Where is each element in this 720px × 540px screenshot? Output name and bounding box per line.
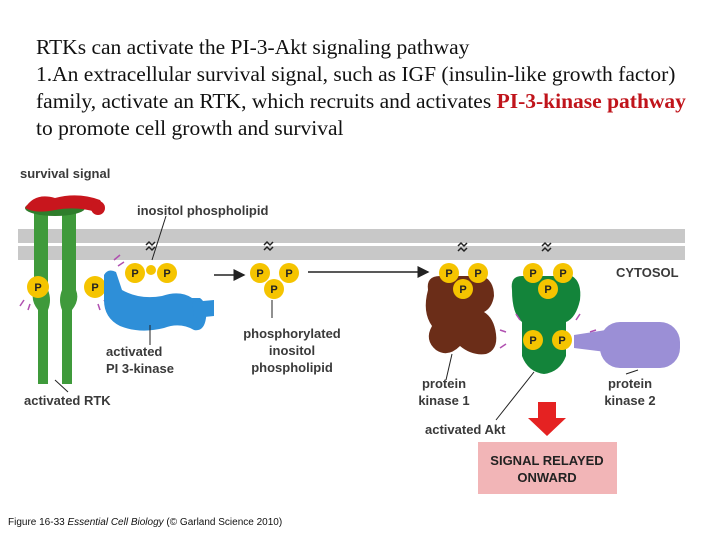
phosphate-label: P — [91, 282, 98, 294]
signal-relayed-line1: SIGNAL RELAYED — [490, 453, 603, 468]
cytosol-label: CYTOSOL — [616, 265, 679, 280]
phosphate-label: P — [474, 268, 481, 280]
figure-caption: Figure 16-33 Essential Cell Biology (© G… — [8, 517, 282, 528]
signal-relay-arrow — [528, 402, 566, 436]
inositol-phospholipid-label: inositol phospholipid — [137, 203, 268, 218]
activated-pi3k-label-line1: activated — [106, 344, 162, 359]
phosphate-label: P — [256, 268, 263, 280]
phosphate-label: P — [559, 268, 566, 280]
phosphorylated-inositol-phospholipid: P P P — [250, 240, 299, 299]
receptor-phosphate-left: P — [27, 276, 49, 298]
protein-kinase1-label-line2: kinase 1 — [418, 393, 469, 408]
inositol-phospholipid-1: P P — [125, 240, 177, 283]
phosphate-label: P — [445, 268, 452, 280]
protein-kinase2-label-line2: kinase 2 — [604, 393, 655, 408]
paragraph-suffix: to promote cell growth and survival — [36, 116, 344, 140]
akt-kinase: P P P P P — [511, 241, 581, 374]
pi3-kinase — [104, 270, 214, 331]
slide-heading: RTKs can activate the PI-3-Akt signaling… — [36, 35, 470, 59]
slide-text: RTKs can activate the PI-3-Akt signaling… — [36, 34, 706, 142]
phosphorylated-label-line3: phospholipid — [251, 360, 333, 375]
phosphate-label: P — [459, 284, 466, 296]
caption-suffix: (© Garland Science 2010) — [163, 517, 283, 528]
caption-prefix: Figure 16-33 — [8, 517, 68, 528]
phosphate-label: P — [270, 284, 277, 296]
activated-akt-label: activated Akt — [425, 422, 506, 437]
signal-relayed-line2: ONWARD — [517, 470, 576, 485]
receptor-phosphate-right: P — [84, 276, 106, 298]
phosphate-label: P — [131, 268, 138, 280]
paragraph-highlight: PI-3-kinase pathway — [496, 89, 686, 113]
phosphorylated-label-line1: phosphorylated — [243, 326, 341, 341]
phosphate-label: P — [285, 268, 292, 280]
survival-signal-label: survival signal — [20, 166, 110, 181]
phosphate-label: P — [544, 284, 551, 296]
phosphate-label: P — [558, 335, 565, 347]
protein-kinase-2 — [574, 322, 680, 368]
survival-signal-ligand — [25, 195, 105, 215]
phosphate-label: P — [529, 335, 536, 347]
phosphate-label: P — [34, 282, 41, 294]
signal-relayed-box — [478, 442, 617, 494]
phosphate-label: P — [163, 268, 170, 280]
protein-kinase-1: P P P — [425, 241, 497, 355]
leader-lines — [54, 215, 639, 421]
caption-book: Essential Cell Biology — [67, 517, 164, 528]
activated-rtk-label: activated RTK — [24, 393, 111, 408]
phosphate-label: P — [529, 268, 536, 280]
protein-kinase2-label-line1: protein — [608, 376, 652, 391]
activated-pi3k-label-line2: PI 3-kinase — [106, 361, 174, 376]
paragraph-prefix: 1.An extracellular survival signal, such… — [36, 62, 676, 113]
protein-kinase1-label-line1: protein — [422, 376, 466, 391]
plasma-membrane — [18, 229, 685, 260]
slide-paragraph: 1.An extracellular survival signal, such… — [36, 61, 706, 142]
phosphorylated-label-line2: inositol — [269, 343, 315, 358]
